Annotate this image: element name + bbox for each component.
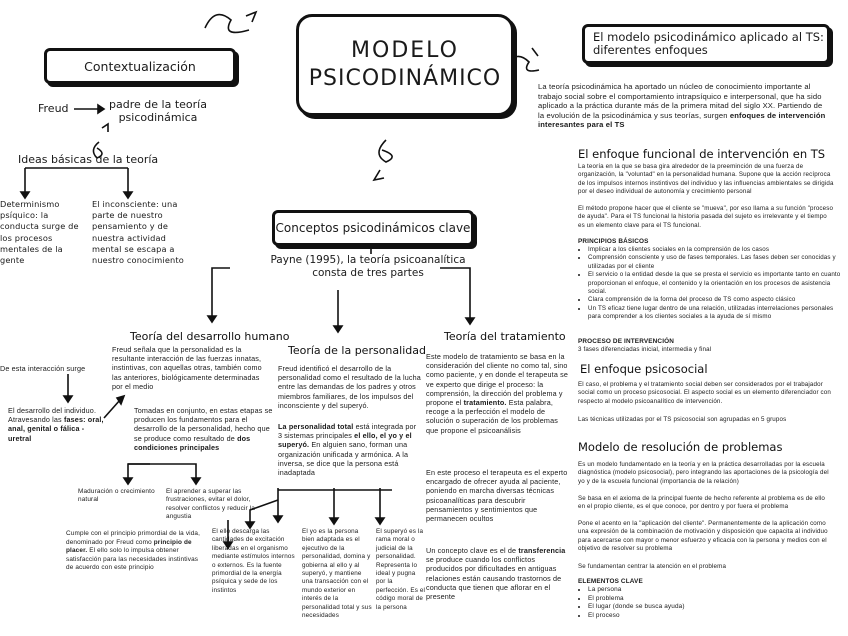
pers-pleasure: Cumple con el principio primordial de la… <box>66 530 202 573</box>
unconscious-text: El inconsciente: una parte de nuestro pe… <box>92 199 184 266</box>
dev-intro: Freud señala que la personalidad es la r… <box>112 345 262 391</box>
res-text-4: Se fundamentan centrar la atención en el… <box>578 563 727 570</box>
list-item: El proceso <box>588 612 788 621</box>
determinism-text: Determinismo psíquico: la conducta surge… <box>0 199 79 266</box>
main-title-line2: PSICODINÁMICO <box>308 66 502 91</box>
psych-title: El enfoque psicosocial <box>580 362 708 376</box>
treat-p1-a: Este modelo de tratamiento se basa en la… <box>426 352 569 408</box>
dev-stages-a: El desarrollo del individuo. Atravesando… <box>8 406 97 425</box>
list-item: El servicio o la entidad desde la que se… <box>588 271 846 296</box>
treat-p1-c: Esta palabra, recoge a la perfección el … <box>426 398 558 435</box>
res-title: Modelo de resolución de problemas <box>578 440 783 454</box>
basic-list: Implicar a los clientes sociales en la c… <box>578 246 846 322</box>
func-p1: La teoría en la que se basa gira alreded… <box>578 163 834 196</box>
res-text-2: Se basa en el axioma de la principal fue… <box>578 495 825 511</box>
pers-pleasure-b: principio de placer. <box>66 538 192 555</box>
ideas-label: Ideas básicas de la teoría <box>18 153 159 166</box>
concepts-box-label: Conceptos psicodinámicos clave <box>275 221 471 235</box>
dev-together-b: dos condiciones principales <box>134 433 251 452</box>
pers-total-c: el ello, el yo y el superyó. <box>278 431 412 450</box>
dev-stages: El desarrollo del individuo. Atravesando… <box>8 406 108 443</box>
father-label: padre de la teoría psicodinámica <box>109 98 207 124</box>
right-intro-a: La teoría psicodinámica ha aportado un n… <box>538 82 822 111</box>
dev-surge: De esta interacción surge <box>0 364 86 373</box>
func-p2: El método propone hacer que el cliente s… <box>578 205 834 229</box>
elem-list: La persona El problema El lugar (donde s… <box>578 586 788 620</box>
pers-pleasure-c: El ello solo lo impulsa obtener satisfac… <box>66 547 199 572</box>
pers-ello: El ello descarga las cantidades de excit… <box>212 528 295 594</box>
res-text-3: Pone el acento en la "aplicación del cli… <box>578 520 828 553</box>
list-item: Clara comprensión de la forma del proces… <box>588 296 846 304</box>
context-box: Contextualización <box>44 48 236 84</box>
main-title-line1: MODELO <box>351 38 459 63</box>
process-title: PROCESO DE INTERVENCIÓN <box>578 338 675 345</box>
treat-p1-b: tratamiento. <box>463 398 507 408</box>
concepts-box: Conceptos psicodinámicos clave <box>272 210 474 246</box>
main-title-box: MODELO PSICODINÁMICO <box>296 14 514 116</box>
basic-title: PRINCIPIOS BÁSICOS <box>578 238 649 245</box>
res-text: Es un modelo fundamentado en la teoría y… <box>578 461 829 485</box>
right-intro: La teoría psicodinámica ha aportado un n… <box>538 82 828 130</box>
list-item: La persona <box>588 586 788 595</box>
list-item: El lugar (donde se busca ayuda) <box>588 603 788 612</box>
pers-pleasure-a: Cumple con el principio primordial de la… <box>66 530 201 546</box>
treat-p3-b: transferencia <box>518 546 566 555</box>
right-intro-b: Partiendo de la evolución de la psicodin… <box>538 101 823 120</box>
pers-total: La personalidad total está integrada por… <box>278 422 422 477</box>
list-item: Un TS eficaz tiene lugar dentro de una r… <box>588 305 846 322</box>
elem-title: ELEMENTOS CLAVE <box>578 578 643 585</box>
list-item: Implicar a los clientes sociales en la c… <box>588 246 846 254</box>
pers-total-a: La personalidad total <box>278 422 354 431</box>
freud-label: Freud <box>38 102 69 115</box>
treat-p3-a: Un concepto clave es el de <box>426 546 517 555</box>
dev-stages-b: fases: oral, anal, genital o fálica - ur… <box>8 415 104 443</box>
pers-yo: El yo es la persona bien adaptada es el … <box>302 528 372 620</box>
right-box: El modelo psicodinámico aplicado al TS: … <box>582 24 830 64</box>
pers-total-b: está integrada por 3 sistemas principale… <box>278 422 417 441</box>
psych-text: El caso, el problema y el tratamiento so… <box>578 381 831 405</box>
payne-text: Payne (1995), la teoría psicoanalítica c… <box>270 254 466 279</box>
dev-title: Teoría del desarrollo humano <box>130 330 290 343</box>
psych-text-2: Las técnicas utilizadas por el TS psicos… <box>578 416 787 423</box>
treat-p1: Este modelo de tratamiento se basa en la… <box>426 352 570 435</box>
pers-title: Teoría de la personalidad <box>288 344 426 357</box>
list-item: Comprensión consciente y uso de fases te… <box>588 254 846 271</box>
right-box-label: El modelo psicodinámico aplicado al TS: … <box>593 30 824 57</box>
pers-superyo: El superyó es la rama moral o judicial d… <box>376 528 426 611</box>
pers-total-d: En alguien sano, forman una organización… <box>278 440 409 478</box>
list-item: El problema <box>588 595 788 604</box>
dev-maturation: Maduración o crecimiento natural <box>78 488 155 504</box>
dev-together-a: Tomadas en conjunto, en estas etapas se … <box>134 406 273 443</box>
process-text: 3 fases diferenciadas inicial, intermedi… <box>578 346 712 353</box>
treat-p2: En este proceso el terapeuta es el exper… <box>426 468 568 524</box>
dev-learning: El aprender a superar las frustraciones,… <box>166 488 255 521</box>
treat-p3-c: se produce cuando los conflictos produci… <box>426 555 562 602</box>
func-title: El enfoque funcional de intervención en … <box>578 147 826 161</box>
pers-intro: Freud identificó el desarrollo de la per… <box>278 364 421 410</box>
dev-together: Tomadas en conjunto, en estas etapas se … <box>134 406 274 452</box>
treat-p3: Un concepto clave es el de transferencia… <box>426 546 570 601</box>
treat-title: Teoría del tratamiento <box>444 330 566 343</box>
right-intro-c: enfoques de intervención interesantes pa… <box>538 110 826 130</box>
context-box-label: Contextualización <box>84 58 196 74</box>
